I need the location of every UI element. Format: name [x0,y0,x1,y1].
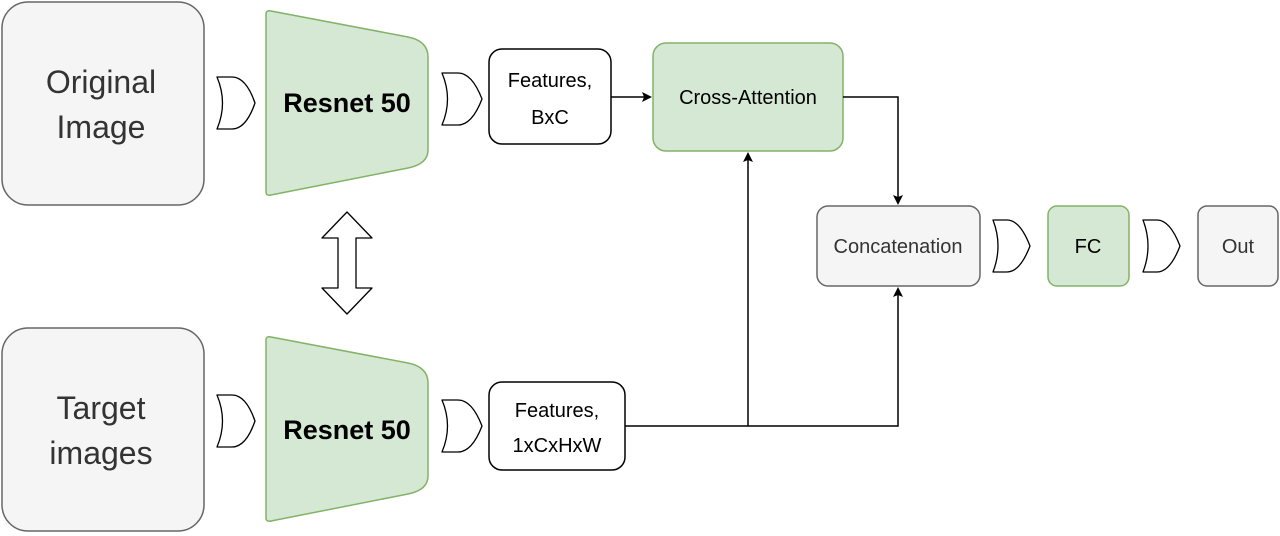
cross-attention-label: Cross-Attention [679,87,817,109]
flow-arrow-icon [992,219,1031,273]
svg-text:Features,: Features, [508,70,592,92]
resnet-top-label: Resnet 50 [283,88,411,118]
features-top-node: Features, BxC [488,48,612,145]
svg-text:Image: Image [57,109,146,145]
flow-arrow-icon [216,76,256,130]
svg-text:Original: Original [46,64,156,100]
features-top-label-line1: Features, [508,70,592,92]
concatenation-node: Concatenation [816,205,981,287]
svg-text:1xCxHxW: 1xCxHxW [513,435,602,457]
fc-node: FC [1047,205,1130,287]
svg-text:images: images [49,435,152,471]
cross-attention-node: Cross-Attention [652,42,844,152]
features-bottom-label-line2: 1xCxHxW [513,435,602,457]
concatenation-label: Concatenation [834,236,963,258]
flow-arrow-icon [441,399,483,453]
original-image-label-line1: Original [46,64,156,100]
fc-label: FC [1075,236,1102,258]
target-images-label-line1: Target [57,390,146,426]
resnet-top-node: Resnet 50 [265,10,429,196]
original-image-label-line2: Image [57,109,146,145]
svg-text:Target: Target [57,390,146,426]
flow-arrow-icon [1142,219,1181,273]
shared-weights-double-arrow-icon [321,211,373,315]
svg-text:Features,: Features, [515,400,599,422]
flow-arrow-icon [216,394,256,448]
features-bottom-node: Features, 1xCxHxW [488,381,626,471]
features-top-label-line2: BxC [531,107,569,129]
target-images-label-line2: images [49,435,152,471]
features-bottom-label-line1: Features, [515,400,599,422]
svg-text:BxC: BxC [531,107,569,129]
edge-features-to-cross-attention [611,92,652,102]
resnet-bottom-label: Resnet 50 [283,415,411,445]
original-image-node: Original Image [1,1,205,206]
flow-arrow-icon [441,72,483,126]
target-images-node: Target images [1,327,205,532]
resnet-bottom-node: Resnet 50 [265,336,429,522]
edge-features-bottom-to-cross-attention-and-concatenation [625,152,903,427]
out-label: Out [1222,236,1255,258]
out-node: Out [1197,205,1279,287]
edge-cross-attention-to-concatenation [843,96,903,205]
